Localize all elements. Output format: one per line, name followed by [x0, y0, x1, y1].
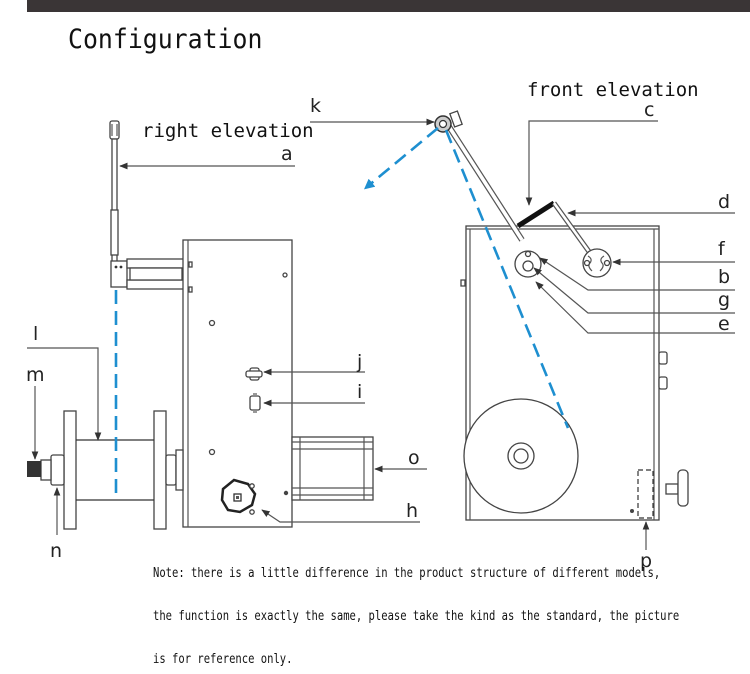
- wire-feed-direction-arrow: [363, 126, 439, 190]
- header-accent-bar: [27, 0, 750, 12]
- callout-line-b: [539, 257, 735, 291]
- wire-path-front-view: [444, 129, 570, 429]
- callout-h: h: [406, 500, 418, 522]
- note-line-2: the function is exactly the same, please…: [153, 608, 680, 624]
- threaded-shaft-m: [27, 461, 41, 477]
- note-line-1: Note: there is a little difference in th…: [153, 565, 661, 581]
- callout-line-g: [533, 267, 735, 314]
- callout-b: b: [718, 266, 730, 288]
- callout-line-h: [261, 509, 420, 523]
- callout-k: k: [310, 95, 321, 117]
- callout-p: p: [640, 550, 652, 572]
- guide-pulley-k: [434, 115, 452, 133]
- callout-j: j: [356, 351, 362, 373]
- callout-line-c: [525, 120, 658, 206]
- callout-l: l: [33, 323, 38, 345]
- callout-f: f: [718, 238, 726, 260]
- output-reel: [463, 398, 579, 514]
- connecting-link-d: [551, 201, 593, 255]
- adjust-knob-i: [249, 393, 261, 413]
- callout-c: c: [644, 99, 654, 121]
- callout-i: i: [357, 381, 362, 403]
- tension-arm-a: [109, 120, 120, 264]
- note-line-3: is for reference only.: [153, 651, 293, 667]
- callout-g: g: [718, 289, 730, 311]
- right-elevation-title: right elevation: [142, 120, 314, 142]
- adjust-knob-j: [245, 367, 263, 381]
- tension-spring-c: [516, 200, 556, 229]
- right-side-panel: [182, 239, 293, 528]
- callouts: a k c d f b g e j i o h l: [26, 95, 735, 572]
- tension-arm-front: [443, 110, 525, 242]
- callout-d: d: [718, 191, 730, 213]
- arm-bracket: [110, 258, 185, 290]
- right-elevation-view: right elevation: [27, 120, 374, 530]
- front-elevation-view: front elevation: [363, 79, 699, 521]
- front-elevation-title: front elevation: [527, 79, 699, 101]
- spool-shaft-nut-n: [40, 454, 65, 486]
- callout-line-e: [535, 281, 735, 334]
- tension-disc-bge: [514, 250, 542, 278]
- wire-spool-l: [63, 410, 184, 530]
- callout-e: e: [718, 313, 730, 335]
- motor-o: [291, 436, 374, 501]
- callout-m: m: [26, 364, 45, 386]
- callout-line-l: [27, 347, 102, 441]
- spring-disc-f: [582, 248, 612, 278]
- callout-a: a: [281, 143, 293, 165]
- callout-o: o: [408, 447, 420, 469]
- callout-n: n: [50, 540, 62, 562]
- page-title: Configuration: [68, 24, 263, 55]
- tension-handle-h: [220, 478, 257, 515]
